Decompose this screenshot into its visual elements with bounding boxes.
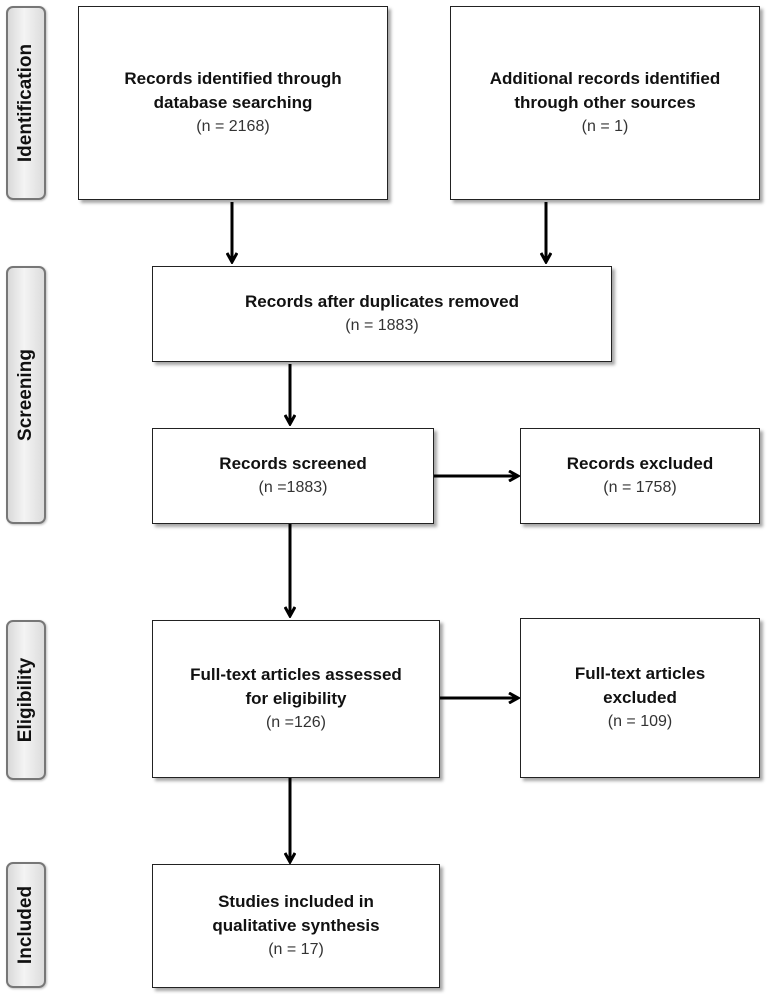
box-excluded: Records excluded (n = 1758)	[520, 428, 760, 524]
box-after-duplicates: Records after duplicates removed (n = 18…	[152, 266, 612, 362]
stage-tab-included: Included	[6, 862, 46, 988]
box-count: (n =1883)	[258, 479, 328, 496]
box-fulltext-assessed: Full-text articles assessed for eligibil…	[152, 620, 440, 778]
box-count: (n = 2168)	[196, 118, 270, 135]
box-title: Full-text articles excluded	[574, 664, 706, 707]
box-title: Records identified through database sear…	[124, 69, 342, 112]
box-fulltext-excluded: Full-text articles excluded (n = 109)	[520, 618, 760, 778]
box-count: (n = 1)	[581, 118, 629, 135]
box-database-records: Records identified through database sear…	[78, 6, 388, 200]
box-title: Records excluded	[566, 454, 714, 473]
box-count: (n = 17)	[268, 941, 324, 958]
box-title: Records screened	[219, 454, 367, 473]
box-title: Records after duplicates removed	[245, 292, 519, 311]
box-count: (n = 109)	[607, 713, 673, 730]
box-included: Studies included in qualitative synthesi…	[152, 864, 440, 988]
box-title: Studies included in qualitative synthesi…	[212, 892, 380, 935]
box-title: Additional records identified through ot…	[489, 69, 721, 112]
box-title: Full-text articles assessed for eligibil…	[190, 665, 402, 708]
stage-tab-screening: Screening	[6, 266, 46, 524]
box-screened: Records screened (n =1883)	[152, 428, 434, 524]
box-count: (n = 1758)	[603, 479, 677, 496]
box-count: (n = 1883)	[345, 317, 419, 334]
stage-tab-identification: Identification	[6, 6, 46, 200]
stage-tab-eligibility: Eligibility	[6, 620, 46, 780]
box-count: (n =126)	[265, 714, 327, 731]
box-other-records: Additional records identified through ot…	[450, 6, 760, 200]
